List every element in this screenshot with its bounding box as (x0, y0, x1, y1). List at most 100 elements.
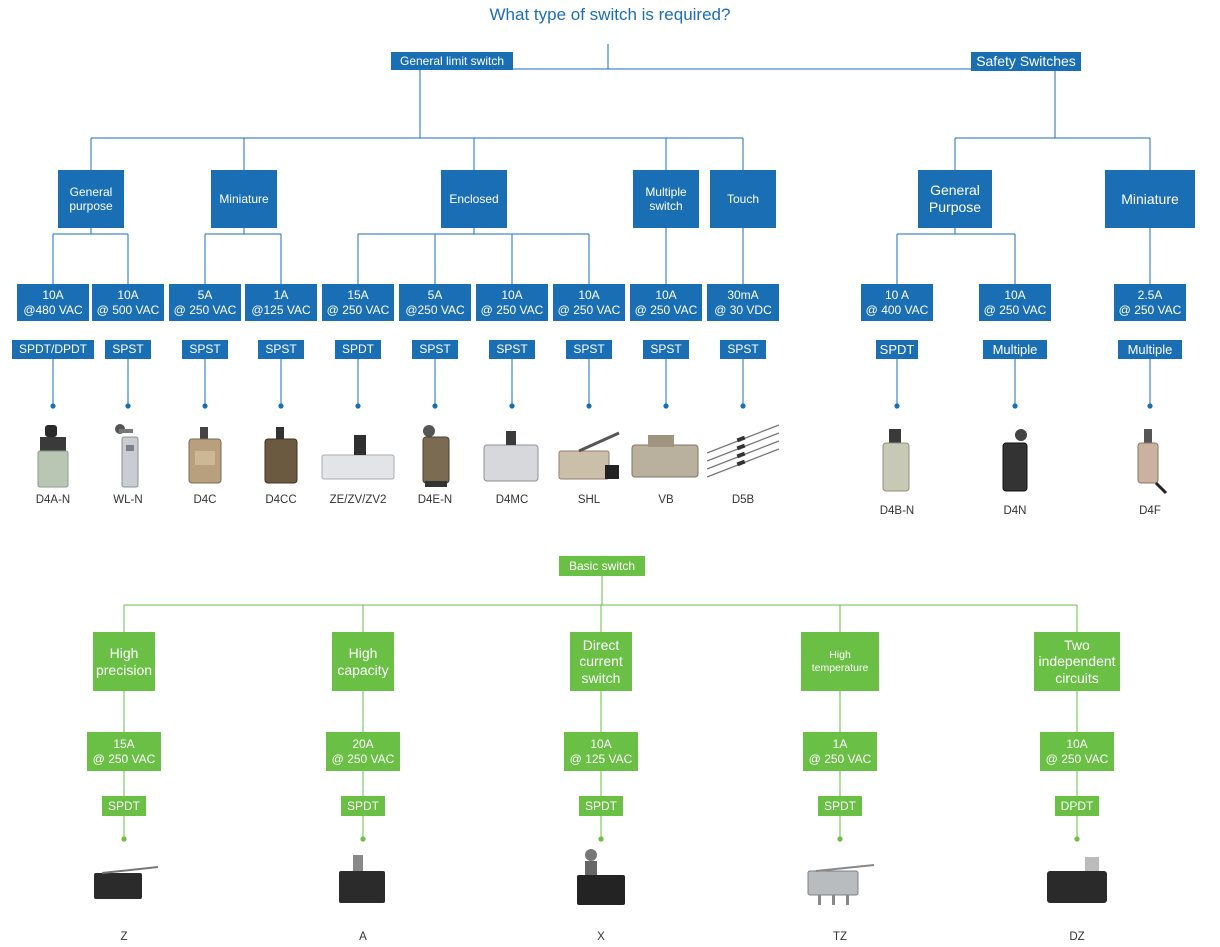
model-label-2-2: D4MC (495, 494, 529, 506)
model-label-2-3: SHL (577, 494, 601, 506)
group-box-4: Touch (710, 170, 776, 228)
safety-rating-box-0-1: 10A @ 250 VAC (979, 284, 1051, 321)
model-label-1-1: D4CC (265, 494, 297, 506)
model-label-4-0: D5B (731, 494, 755, 506)
basic-rating-box-3: 1A @ 250 VAC (803, 732, 877, 771)
connector-dot (125, 403, 131, 409)
basic-contact-box-3: SPDT (818, 796, 862, 816)
basic-model-label-0: Z (120, 931, 128, 943)
rating-box-0-0: 10A @480 VAC (17, 284, 89, 321)
rating-box-4-0: 30mA @ 30 VDC (707, 284, 779, 321)
basic-product-image-2 (577, 849, 625, 905)
basic-category-box-4: Two independent circuits (1034, 632, 1120, 691)
contact-box-0-1: SPST (105, 340, 151, 359)
basic-product-image-1 (339, 855, 385, 903)
basic-category-box-3: High temperature (801, 632, 879, 691)
rating-box-2-1: 5A @250 VAC (399, 284, 471, 321)
connector-dot (50, 403, 56, 409)
general-limit-switch-box: General limit switch (391, 52, 513, 70)
contact-box-2-1: SPST (412, 340, 458, 359)
product-image-2-1 (422, 425, 450, 487)
page-title: What type of switch is required? (489, 5, 731, 24)
group-box-2: Enclosed (441, 170, 507, 228)
product-image-0-0 (37, 425, 69, 488)
connector-dot (202, 403, 208, 409)
rating-box-1-1: 1A @125 VAC (245, 284, 317, 321)
product-image-3-0 (631, 435, 699, 478)
product-image-1-1 (264, 427, 298, 484)
connector-dot (894, 403, 900, 409)
product-image-2-3 (558, 431, 620, 480)
connector-dot (509, 403, 515, 409)
product-image-1-0 (188, 427, 222, 484)
contact-box-0-0: SPDT/DPDT (12, 340, 94, 359)
safety-rating-box-1-0: 2.5A @ 250 VAC (1114, 284, 1186, 321)
basic-contact-box-4: DPDT (1055, 796, 1099, 816)
connector-dot (740, 403, 746, 409)
basic-category-box-2: Direct current switch (570, 632, 632, 691)
product-image-4-0 (706, 424, 780, 478)
switch-selection-chart: What type of switch is required? General… (12, 5, 1195, 943)
product-image-0-1 (115, 424, 139, 488)
connector-dot (586, 403, 592, 409)
model-label-1-0: D4C (193, 494, 217, 506)
basic-rating-box-1: 20A @ 250 VAC (326, 732, 400, 771)
basic-contact-box-0: SPDT (102, 796, 146, 816)
safety-product-image-1-0 (1137, 429, 1168, 495)
safety-group-box-0: General Purpose (918, 170, 992, 228)
safety-switches-box: Safety Switches (971, 52, 1081, 71)
rating-box-3-0: 10A @ 250 VAC (630, 284, 702, 321)
basic-contact-box-2: SPDT (579, 796, 623, 816)
contact-box-1-0: SPST (182, 340, 228, 359)
safety-product-image-0-0 (882, 429, 910, 492)
connector-dot (598, 836, 604, 842)
safety-product-image-0-1 (1002, 429, 1028, 492)
contact-box-2-2: SPST (489, 340, 535, 359)
rating-box-2-2: 10A @ 250 VAC (476, 284, 548, 321)
connector-lines (50, 44, 1153, 842)
model-label-0-1: WL-N (113, 494, 143, 506)
basic-model-label-4: DZ (1069, 931, 1085, 943)
connector-dot (663, 403, 669, 409)
safety-contact-box-1-0: Multiple (1118, 340, 1182, 359)
basic-rating-box-2: 10A @ 125 VAC (564, 732, 638, 771)
safety-rating-box-0-0: 10 A @ 400 VAC (861, 284, 933, 321)
safety-model-label-0-1: D4N (1003, 505, 1027, 517)
connector-dot (432, 403, 438, 409)
basic-rating-box-4: 10A @ 250 VAC (1040, 732, 1114, 771)
basic-rating-box-0: 15A @ 250 VAC (87, 732, 161, 771)
contact-box-3-0: SPST (643, 340, 689, 359)
basic-contact-box-1: SPDT (341, 796, 385, 816)
safety-contact-box-0-1: Multiple (983, 340, 1047, 359)
connector-dot (1012, 403, 1018, 409)
model-label-0-0: D4A-N (35, 494, 71, 506)
rating-box-0-1: 10A @ 500 VAC (92, 284, 164, 321)
safety-model-label-0-0: D4B-N (879, 505, 915, 517)
rating-box-2-0: 15A @ 250 VAC (322, 284, 394, 321)
connector-dot (1147, 403, 1153, 409)
safety-group-box-1: Miniature (1105, 170, 1195, 228)
safety-contact-box-0-0: SPDT (876, 340, 918, 359)
basic-product-image-0 (94, 866, 159, 899)
basic-model-label-3: TZ (832, 931, 848, 943)
connector-dot (837, 836, 843, 842)
contact-box-2-3: SPST (566, 340, 612, 359)
basic-switch-box: Basic switch (559, 556, 645, 576)
connector-dot (278, 403, 284, 409)
basic-product-image-3 (807, 864, 875, 905)
model-label-2-1: D4E-N (417, 494, 453, 506)
contact-box-2-0: SPDT (335, 340, 381, 359)
basic-product-image-4 (1047, 857, 1107, 903)
product-image-2-2 (483, 431, 539, 482)
basic-category-box-1: High capacity (332, 632, 394, 691)
group-box-1: Miniature (211, 170, 277, 228)
connector-dot (121, 836, 127, 842)
connector-dot (360, 836, 366, 842)
product-image-2-0 (321, 435, 395, 480)
rating-box-2-3: 10A @ 250 VAC (553, 284, 625, 321)
model-label-3-0: VB (658, 494, 674, 506)
basic-model-label-1: A (359, 931, 367, 943)
basic-model-label-2: X (597, 931, 605, 943)
group-box-0: General purpose (58, 170, 124, 228)
contact-box-1-1: SPST (258, 340, 304, 359)
